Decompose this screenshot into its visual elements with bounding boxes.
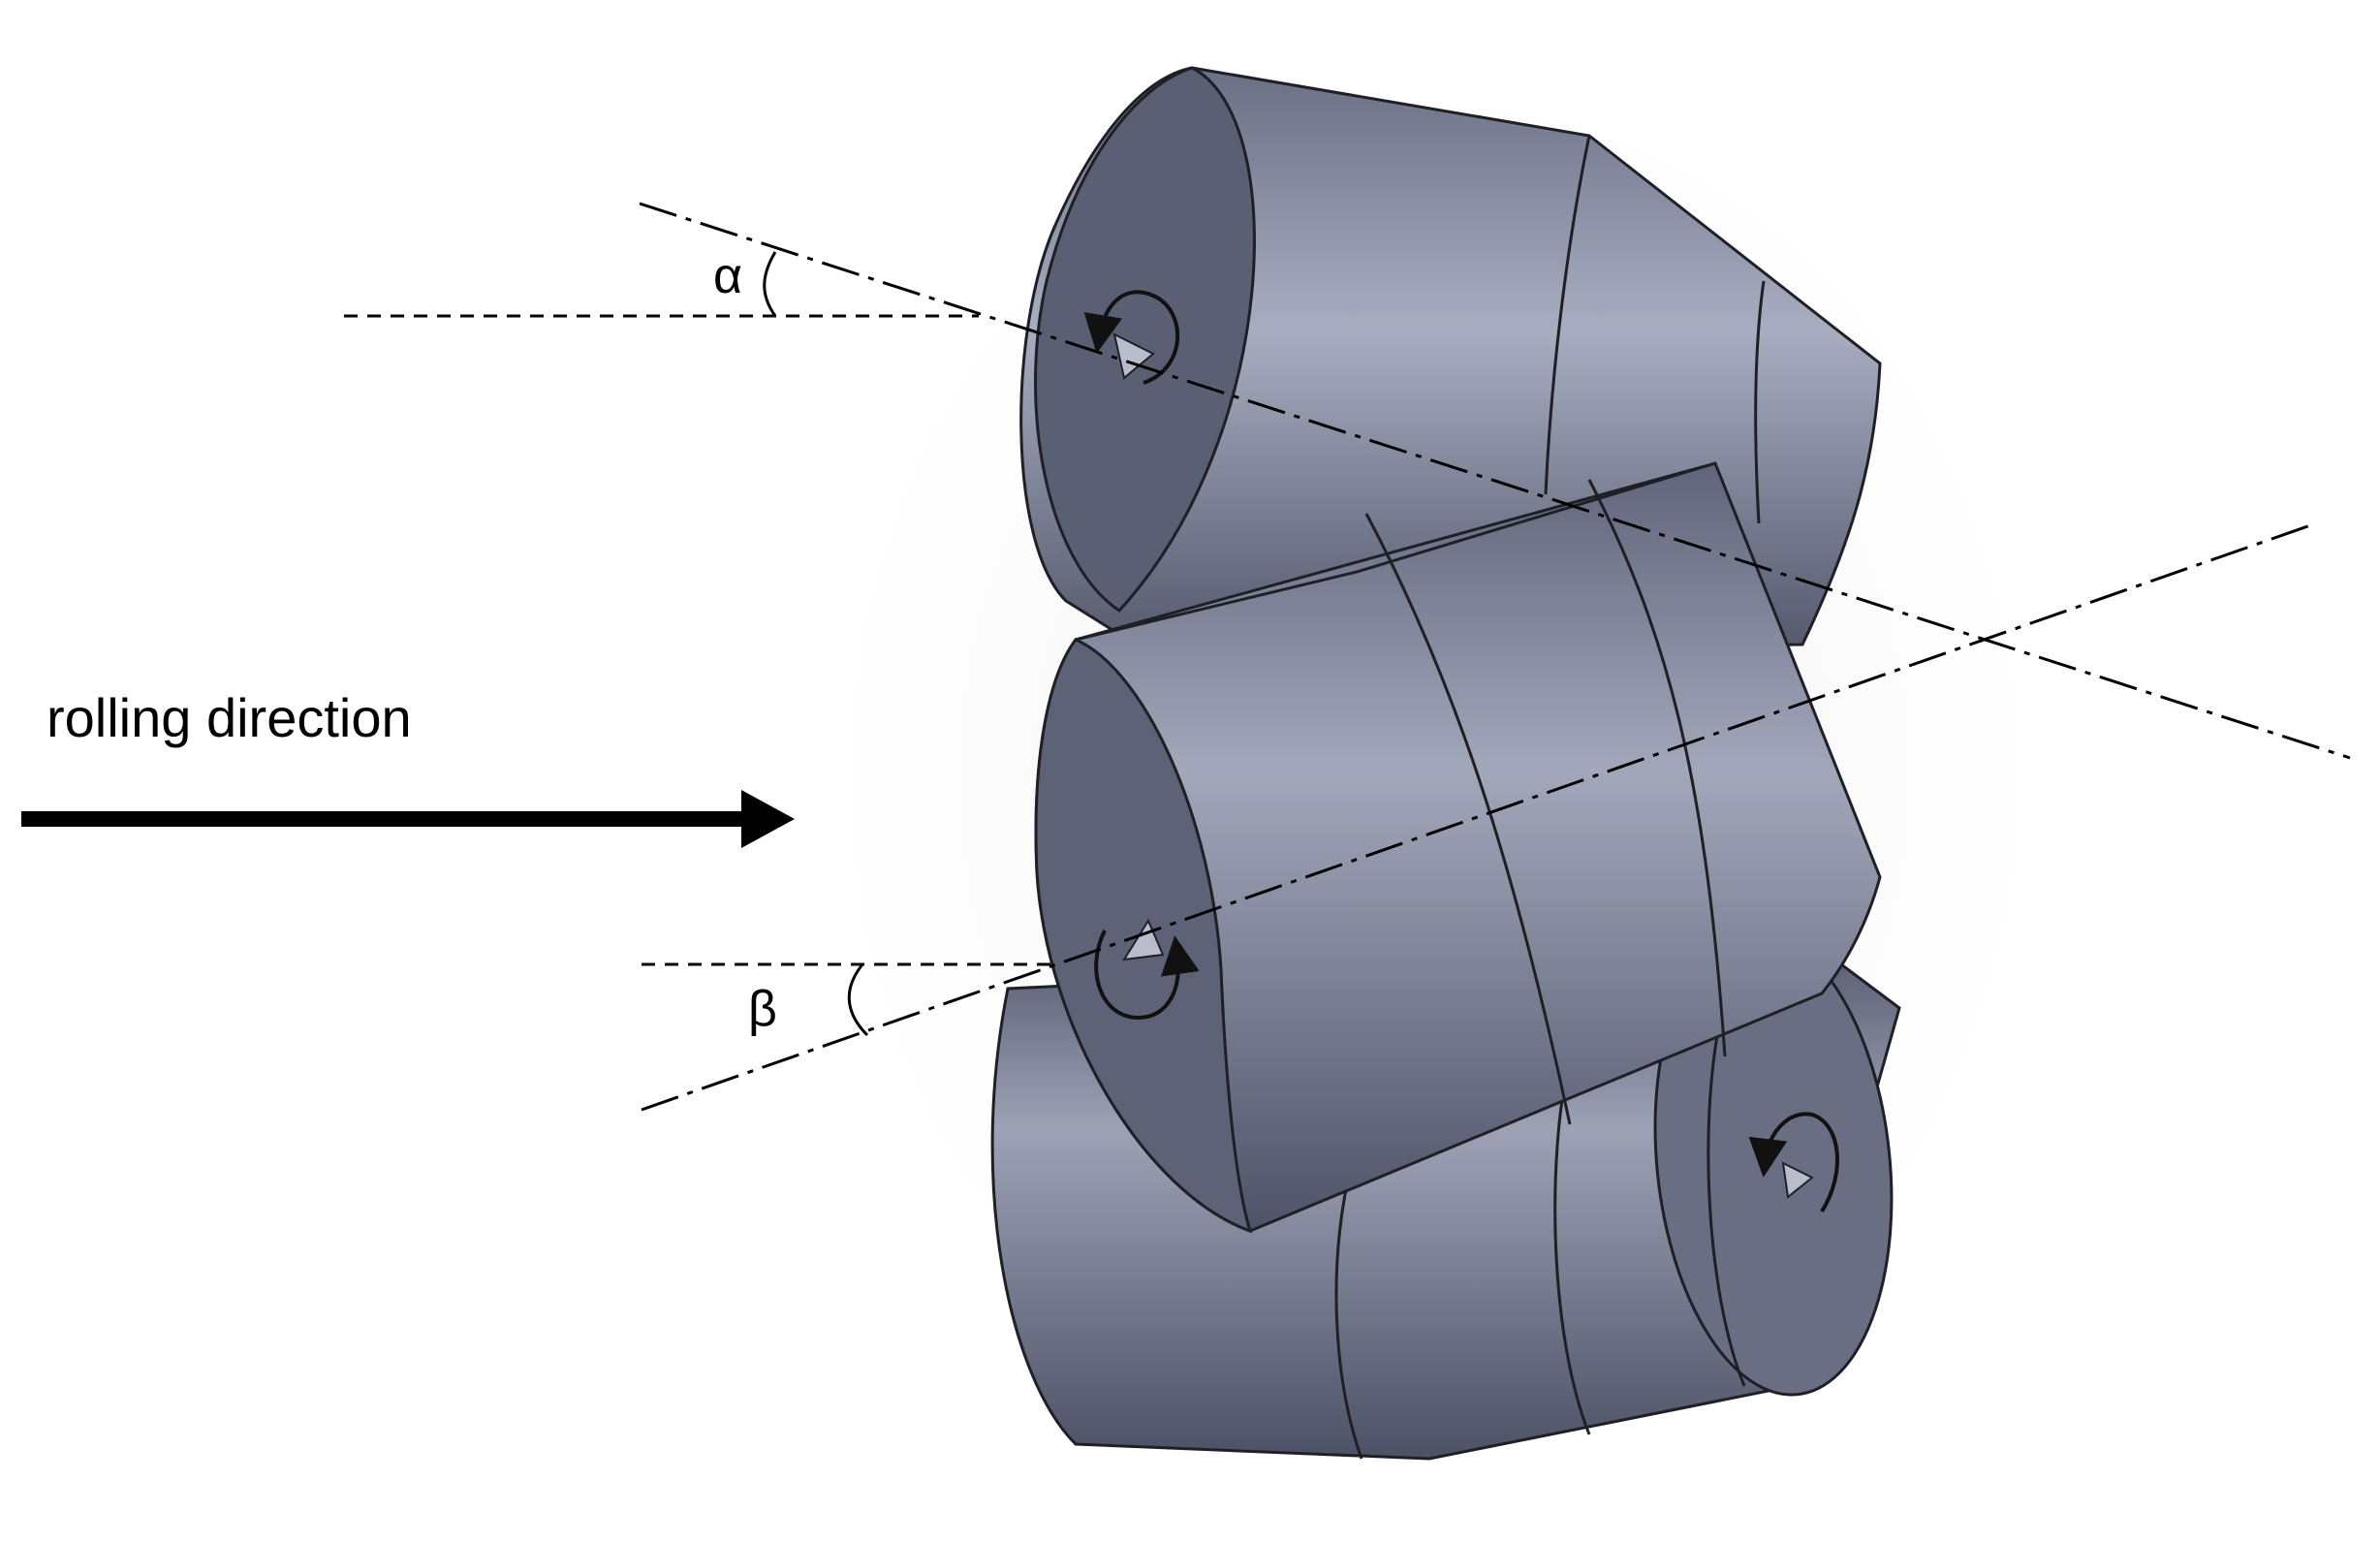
middle-roll-rotation-icon: [1094, 929, 1200, 1021]
alpha-arc: [763, 251, 777, 317]
top-roll-rotation-icon: [1083, 290, 1180, 385]
alpha-label: α: [713, 248, 742, 304]
rolling-direction-arrow: [21, 790, 795, 848]
rolling-direction-label: rolling direction: [47, 687, 412, 748]
middle-roll-axis: [641, 521, 2317, 1112]
top-roll-axis: [639, 202, 2351, 760]
guide-lines: [344, 202, 2351, 1112]
bottom-roll-rotation-icon: [1748, 1112, 1839, 1213]
beta-arc: [847, 963, 869, 1037]
beta-label: β: [748, 981, 777, 1037]
top-roll-end-face: [1034, 66, 1256, 613]
